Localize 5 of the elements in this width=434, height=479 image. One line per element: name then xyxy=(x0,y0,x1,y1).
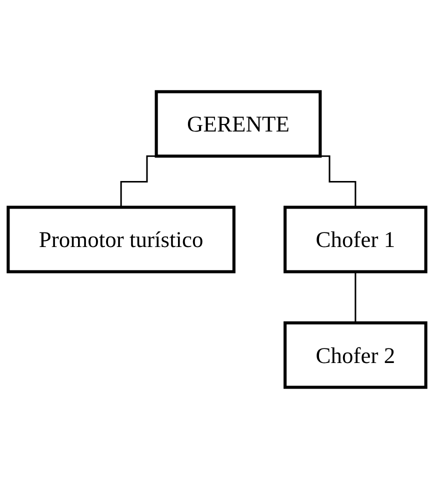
connector xyxy=(354,270,356,324)
node-box: Chofer 1 xyxy=(284,206,428,274)
node-box: GERENTE xyxy=(154,90,322,158)
node-box: Promotor turístico xyxy=(6,206,236,274)
node-box: Chofer 2 xyxy=(284,321,428,389)
